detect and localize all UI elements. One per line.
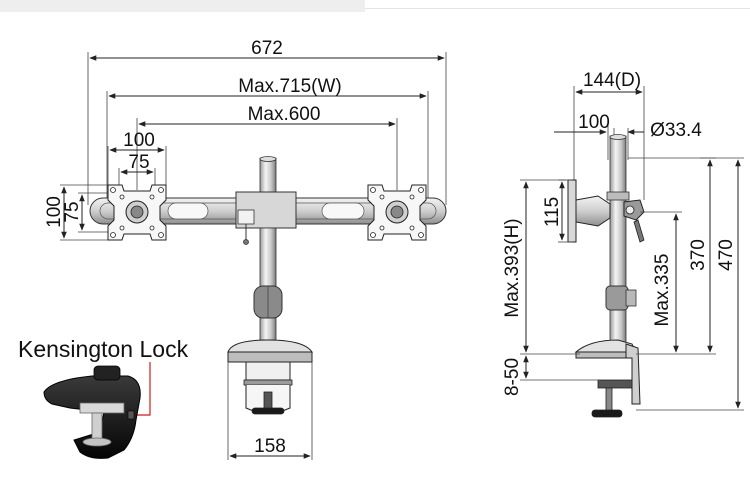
dimension-overall-width: 672 — [87, 38, 447, 205]
dimension-vesa-large-horizontal: 100 — [107, 130, 167, 185]
dimension-depth-label: 144(D) — [583, 70, 641, 91]
dimension-clamp-range-label: 8-50 — [502, 358, 523, 396]
desk-clamp-front — [227, 339, 313, 415]
dimension-side-vesa: 100 — [554, 112, 610, 160]
top-gray-band — [0, 0, 365, 12]
dimension-pole-height-label: 370 — [688, 239, 709, 271]
front-view: 672 Max.715(W) Max.600 100 75 — [44, 38, 447, 460]
tilt-head — [575, 195, 611, 227]
desk-clamp-side — [574, 339, 641, 418]
clamp-photo — [43, 365, 141, 459]
dimension-arm-height-label: Max.335 — [652, 254, 673, 327]
dimension-depth: 144(D) — [573, 70, 645, 200]
side-cable-clip — [605, 285, 629, 311]
dimension-plate-height-label: 115 — [542, 197, 563, 227]
dimension-pole-diameter-label: Ø33.4 — [650, 120, 702, 141]
dimension-vesa-large-h-label: 100 — [123, 130, 155, 151]
dimension-max-height: Max.393(H) — [502, 179, 580, 355]
top-divider-line — [365, 8, 750, 9]
dimension-max-height-label: Max.393(H) — [502, 218, 523, 317]
dimension-vesa-small-h-label: 75 — [128, 152, 149, 173]
dimension-vesa-small-v-label: 75 — [62, 201, 83, 222]
pole-cap — [259, 156, 277, 162]
side-vesa-plate — [567, 179, 577, 243]
dimension-max-width-label: Max.715(W) — [238, 76, 341, 97]
dimension-pole-diameter: Ø33.4 — [613, 120, 702, 160]
adjust-knob — [623, 199, 645, 243]
dimension-clamp-width-label: 158 — [254, 436, 286, 457]
dimension-plate-height: 115 — [542, 179, 572, 243]
dimension-total-height: 470 — [636, 157, 744, 411]
dimension-arm-height: Max.335 — [640, 211, 682, 353]
dimension-clamp-width: 158 — [227, 362, 313, 460]
right-vesa-plate — [367, 184, 427, 241]
dimension-total-height-label: 470 — [716, 239, 737, 271]
dimension-overall-width-label: 672 — [251, 38, 283, 59]
dimension-max-width: Max.715(W) — [106, 76, 429, 200]
dimension-side-vesa-label: 100 — [578, 112, 610, 133]
dimension-vesa-large-v-label: 100 — [44, 196, 65, 228]
side-pole — [609, 135, 627, 355]
side-view: 144(D) 100 Ø33.4 — [502, 70, 744, 418]
dimension-vesa-vertical: 100 75 — [44, 184, 118, 241]
kensington-callout: Kensington Lock — [18, 336, 189, 459]
dimension-max-span-label: Max.600 — [248, 104, 321, 125]
pole-lower — [259, 227, 277, 341]
dimension-max-span: Max.600 — [136, 104, 398, 190]
left-vesa-plate — [107, 184, 167, 241]
kensington-lock-label: Kensington Lock — [18, 336, 189, 362]
dimension-clamp-range: 8-50 — [502, 355, 600, 396]
